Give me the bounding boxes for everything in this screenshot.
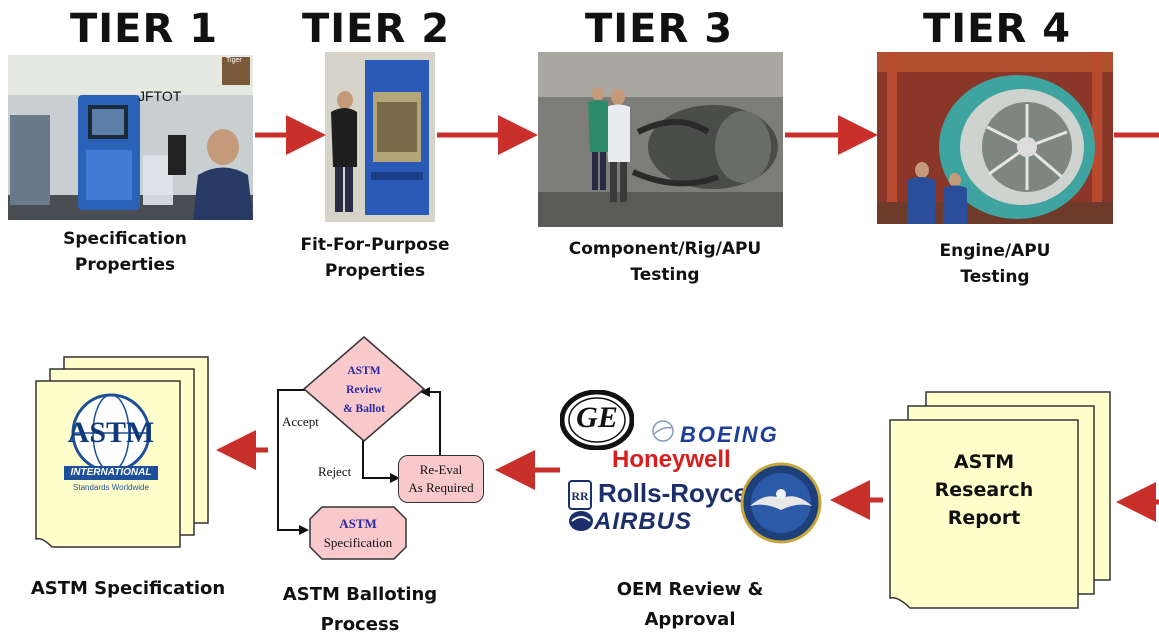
tier-3-photo bbox=[538, 52, 783, 227]
ballot-caption-line1: ASTM Balloting bbox=[282, 584, 438, 605]
tier-2-caption-line2: Properties bbox=[324, 261, 426, 281]
spec-box-line2: Specification bbox=[323, 535, 393, 550]
spec-box-line1: ASTM bbox=[339, 516, 377, 531]
tiger-sign: Tiger bbox=[226, 57, 242, 64]
tier-3-caption-line1: Component/Rig/APU bbox=[568, 239, 762, 259]
airbus-logo: AIRBUS bbox=[594, 508, 693, 535]
ballot-caption-line2: Process bbox=[320, 614, 400, 635]
ge-logo: GE bbox=[559, 389, 635, 451]
tier-3-caption: Component/Rig/APU Testing bbox=[540, 236, 790, 288]
tier-1-caption: Specification Properties bbox=[20, 226, 230, 278]
tier-1-heading: TIER 1 bbox=[70, 6, 219, 52]
tier-4-photo bbox=[877, 52, 1113, 224]
tier-1-caption-line2: Properties bbox=[74, 255, 176, 275]
airbus-icon bbox=[568, 510, 594, 532]
review-ballot-text: ASTM Review & Ballot bbox=[322, 362, 406, 419]
research-report-line3: Report bbox=[947, 507, 1021, 529]
boeing-logo: BOEING bbox=[680, 422, 779, 447]
accept-label: Accept bbox=[282, 414, 319, 429]
tier-2-photo bbox=[325, 52, 435, 222]
oem-caption-line1: OEM Review & bbox=[616, 579, 764, 600]
tier-4-caption-line2: Testing bbox=[960, 267, 1030, 287]
oem-caption-line2: Approval bbox=[644, 609, 736, 630]
reeval-return-line bbox=[420, 387, 441, 455]
tier-1-photo: JFTOT Tiger bbox=[8, 55, 253, 220]
svg-text:RR: RR bbox=[571, 489, 589, 503]
honeywell-logo: Honeywell bbox=[612, 446, 731, 473]
tier-4-heading: TIER 4 bbox=[923, 6, 1072, 52]
astm-spec-box-text: ASTM Specification bbox=[308, 514, 408, 552]
review-ballot-diamond bbox=[302, 335, 426, 443]
research-report-line1: ASTM bbox=[953, 451, 1015, 473]
diamond-line1: ASTM bbox=[347, 365, 381, 377]
tier-2-caption: Fit-For-Purpose Properties bbox=[270, 232, 480, 284]
ballot-caption: ASTM Balloting Process bbox=[260, 580, 460, 640]
astm-spec-caption: ASTM Specification bbox=[30, 578, 226, 599]
diamond-line2: Review bbox=[346, 384, 382, 396]
reject-label: Reject bbox=[318, 464, 352, 479]
pratt-whitney-eagle-icon bbox=[740, 462, 822, 544]
research-report-line2: Research bbox=[934, 479, 1034, 501]
reject-line bbox=[362, 440, 400, 483]
astm-logo: ASTM INTERNATIONAL Standards Worldwide bbox=[56, 388, 166, 498]
tier-3-caption-line2: Testing bbox=[630, 265, 700, 285]
tier-3-heading: TIER 3 bbox=[585, 6, 734, 52]
rolls-royce-badge-icon: RR bbox=[568, 480, 592, 510]
jftot-label: JFTOT bbox=[138, 88, 182, 104]
ge-logo-text: GE bbox=[576, 401, 618, 434]
tier-2-heading: TIER 2 bbox=[302, 6, 451, 52]
research-report-stack bbox=[884, 390, 1114, 610]
tier-4-caption: Engine/APU Testing bbox=[880, 238, 1110, 290]
tier-4-caption-line1: Engine/APU bbox=[939, 241, 1051, 261]
tier-2-caption-line1: Fit-For-Purpose bbox=[300, 235, 450, 255]
tier-1-caption-line1: Specification bbox=[63, 229, 187, 249]
accept-line bbox=[277, 389, 309, 535]
diamond-line3: & Ballot bbox=[343, 403, 385, 415]
research-report-title: ASTM Research Report bbox=[892, 448, 1076, 532]
reeval-box: Re-Eval As Required bbox=[398, 455, 484, 503]
astm-logo-sub: INTERNATIONAL bbox=[70, 467, 152, 478]
astm-logo-tagline: Standards Worldwide bbox=[73, 483, 149, 492]
reeval-line2: As Required bbox=[408, 480, 474, 495]
astm-logo-text: ASTM bbox=[67, 416, 155, 449]
reeval-line1: Re-Eval bbox=[419, 462, 463, 477]
oem-caption: OEM Review & Approval bbox=[560, 575, 820, 635]
rolls-royce-logo: Rolls-Royce bbox=[598, 478, 749, 508]
astm-spec-box bbox=[308, 505, 408, 561]
boeing-icon bbox=[650, 418, 676, 444]
